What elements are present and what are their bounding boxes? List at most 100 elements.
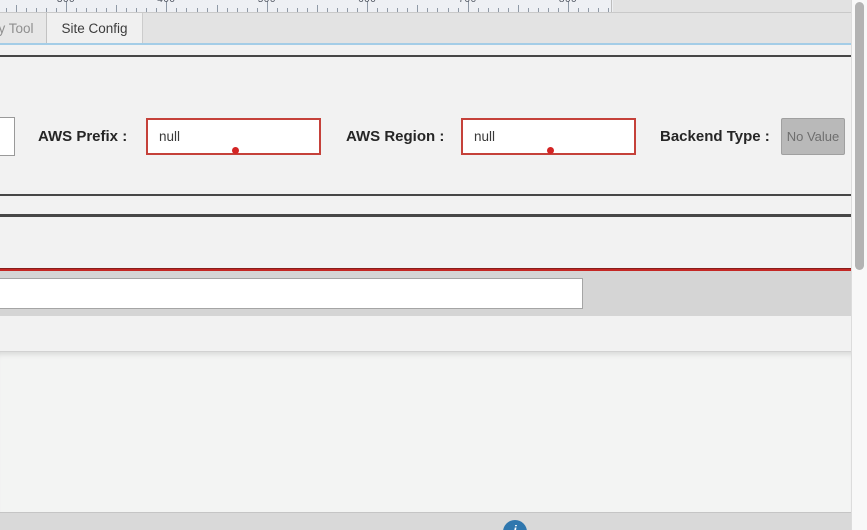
ruler-tick [507, 8, 509, 12]
ruler-tick [306, 8, 308, 12]
ruler-tick [276, 8, 278, 12]
ruler-tick [457, 8, 459, 12]
ruler-tick [226, 8, 228, 12]
ruler-tick [15, 5, 17, 12]
ruler-tick [156, 8, 158, 12]
tab-tool-label: y Tool [0, 20, 34, 36]
ruler-scale: 300 400 500 600 700 800 [0, 0, 612, 12]
ruler-tick [367, 1, 369, 12]
ruler-tick [487, 8, 489, 12]
ruler-tick [25, 8, 27, 12]
ruler-tick [246, 8, 248, 12]
ruler-tick [55, 8, 57, 12]
ruler-tick [216, 5, 218, 12]
aws-region-input[interactable]: null [461, 118, 636, 155]
ruler-tick [337, 8, 339, 12]
ruler-tick [126, 8, 128, 12]
tab-site-config[interactable]: Site Config [47, 13, 143, 43]
ruler-tick [477, 8, 479, 12]
ruler-tick [286, 8, 288, 12]
ruler-label: 600 [358, 0, 376, 5]
ruler-tick [35, 8, 37, 12]
input-band [0, 271, 851, 316]
wide-text-input[interactable] [0, 278, 583, 309]
ruler-tick [608, 8, 610, 12]
ruler-label: 700 [459, 0, 477, 5]
ruler-tick [45, 8, 47, 12]
ruler-tick [588, 8, 590, 12]
ruler-tick [327, 8, 329, 12]
ruler-tick [266, 1, 268, 12]
ruler-label: 300 [57, 0, 75, 5]
ruler-tick [467, 1, 469, 12]
ruler-tick [196, 8, 198, 12]
tab-bar: y Tool Site Config [0, 13, 851, 43]
ruler-tick [497, 8, 499, 12]
ruler-tick [186, 8, 188, 12]
backend-type-label: Backend Type : [660, 128, 770, 145]
left-partial-input[interactable] [0, 117, 15, 156]
aws-prefix-label: AWS Prefix : [38, 128, 128, 145]
aws-region-label: AWS Region : [346, 128, 445, 145]
ruler-label: 400 [157, 0, 175, 5]
ruler-tick [537, 8, 539, 12]
section-divider-top [0, 55, 851, 57]
ruler-tick [106, 8, 108, 12]
ruler-label: 800 [559, 0, 577, 5]
ruler-tick [578, 8, 580, 12]
ruler-tick [296, 8, 298, 12]
ruler-tick [397, 8, 399, 12]
ruler-tick [447, 8, 449, 12]
backend-type-select[interactable]: No Value [781, 118, 845, 155]
ruler-tick [317, 5, 318, 12]
ruler-tick [417, 5, 419, 12]
section-divider-mid-1 [0, 194, 851, 196]
ruler-tick [407, 8, 409, 12]
section-divider-mid-2 [0, 214, 851, 217]
ruler-tick [527, 8, 529, 12]
ruler-tick [568, 1, 569, 12]
ruler-tick [347, 8, 349, 12]
ruler-tick [5, 8, 7, 12]
ruler-tick [377, 8, 379, 12]
tab-underline [0, 43, 851, 45]
info-icon: i [513, 523, 517, 530]
ruler-tick [547, 8, 549, 12]
aws-region-value: null [474, 129, 496, 144]
ruler-tick [357, 8, 359, 12]
error-dot-icon [547, 147, 554, 154]
ruler-label: 500 [258, 0, 276, 5]
vertical-scrollbar[interactable] [851, 0, 867, 530]
aws-prefix-input[interactable]: null [146, 118, 321, 155]
tab-tool[interactable]: y Tool [0, 13, 47, 43]
bottom-bar [0, 512, 851, 530]
ruler-tick [176, 8, 178, 12]
ruler-tick [437, 8, 439, 12]
error-rule [0, 268, 851, 271]
ruler-tick [96, 8, 98, 12]
ruler-tick [146, 8, 148, 12]
ruler-tick [256, 8, 258, 12]
ruler-tick [236, 8, 238, 12]
ruler-tick [136, 8, 138, 12]
ruler-tick [66, 1, 67, 12]
scrollbar-thumb[interactable] [855, 2, 864, 270]
ruler-tick [86, 8, 88, 12]
backend-type-value: No Value [786, 129, 840, 144]
measurement-ruler: 300 400 500 600 700 800 [0, 0, 851, 13]
ruler-tick [116, 5, 118, 12]
ruler-tick [427, 8, 429, 12]
ruler-tick [557, 8, 559, 12]
ruler-tick [387, 8, 389, 12]
aws-prefix-value: null [159, 129, 181, 144]
ruler-empty-area [613, 0, 851, 12]
info-button[interactable]: i [503, 520, 527, 530]
ruler-tick [206, 8, 208, 12]
ruler-tick [76, 8, 78, 12]
ruler-tick [598, 8, 600, 12]
ruler-tick [517, 5, 519, 12]
tab-site-config-label: Site Config [61, 20, 128, 36]
content-panel [0, 351, 851, 512]
ruler-tick [166, 1, 168, 12]
